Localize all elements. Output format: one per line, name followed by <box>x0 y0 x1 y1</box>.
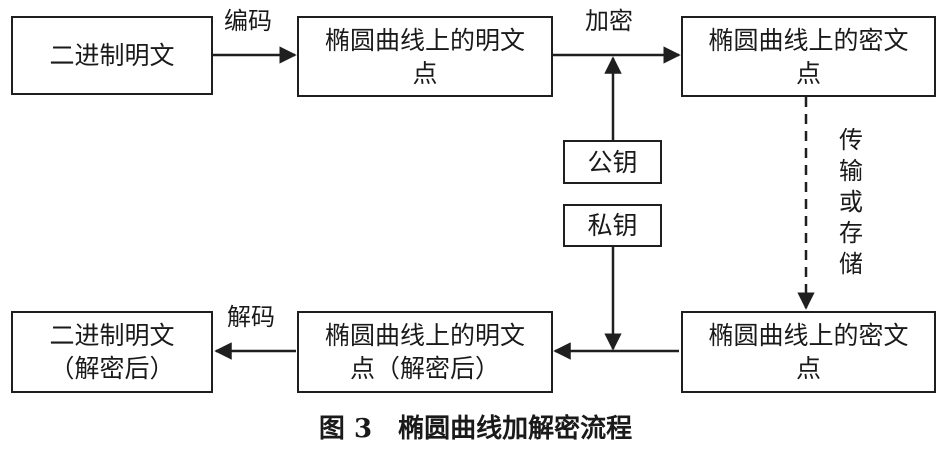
decode-label: 解码 <box>227 303 275 331</box>
ciphertext-point-box-bottom: 椭圆曲线上的密文 点 <box>681 311 936 393</box>
binary-plaintext-box: 二进制明文 <box>11 16 213 95</box>
binary-plaintext-text: 二进制明文 <box>49 41 175 70</box>
decrypted-plaintext-point-text: 椭圆曲线上的明文 点（解密后） <box>324 321 525 383</box>
decrypted-binary-plaintext-text: 二进制明文 （解密后） <box>49 321 175 383</box>
plaintext-point-box: 椭圆曲线上的明文 点 <box>297 16 553 97</box>
private-key-text: 私钥 <box>587 211 638 240</box>
ciphertext-point-box-top: 椭圆曲线上的密文 点 <box>681 16 936 97</box>
decrypted-binary-plaintext-box: 二进制明文 （解密后） <box>11 311 213 393</box>
private-key-box: 私钥 <box>563 204 662 247</box>
transmit-or-store-label: 传 输 或 存 储 <box>839 126 863 278</box>
public-key-text: 公钥 <box>587 147 638 177</box>
decrypted-plaintext-point-box: 椭圆曲线上的明文 点（解密后） <box>297 311 553 393</box>
encrypt-label: 加密 <box>585 7 633 35</box>
public-key-box: 公钥 <box>563 140 662 184</box>
figure-caption: 图 3 椭圆曲线加解密流程 <box>318 414 633 444</box>
plaintext-point-text: 椭圆曲线上的明文 点 <box>324 25 525 88</box>
encode-label: 编码 <box>224 7 272 35</box>
ciphertext-point-text-top: 椭圆曲线上的密文 点 <box>708 25 909 88</box>
ciphertext-point-text-bottom: 椭圆曲线上的密文 点 <box>708 321 909 383</box>
